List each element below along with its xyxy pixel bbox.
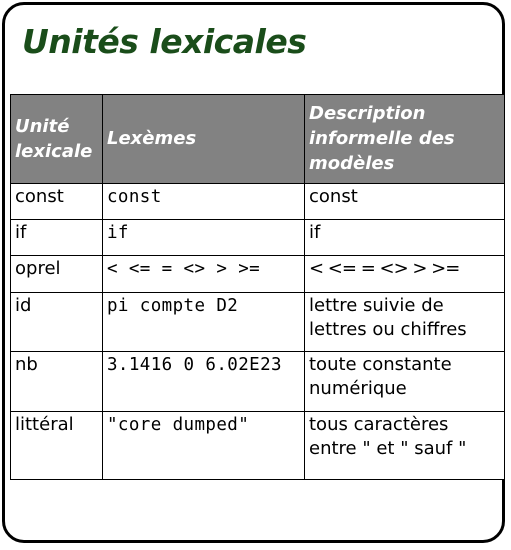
description-cell: tous caractères entre " et " sauf " xyxy=(304,411,505,480)
lexeme-cell: "core dumped" xyxy=(102,411,305,480)
description-cell: const xyxy=(304,183,505,220)
unit-cell: nb xyxy=(10,351,103,412)
table-header-row: Unité lexicale Lexèmes Description infor… xyxy=(10,94,505,184)
lexeme-cell: if xyxy=(102,219,305,256)
lexeme-cell: 3.1416 0 6.02E23 xyxy=(102,351,305,412)
header-unite-lexicale: Unité lexicale xyxy=(10,94,103,184)
unit-cell: oprel xyxy=(10,255,103,293)
unit-cell: littéral xyxy=(10,411,103,480)
slide-title: Unités lexicales xyxy=(22,22,307,61)
description-cell: < <= = <> > >= xyxy=(304,255,505,293)
header-lexemes: Lexèmes xyxy=(102,94,305,184)
lexical-units-table: Unité lexicale Lexèmes Description infor… xyxy=(10,94,505,480)
description-cell: if xyxy=(304,219,505,256)
table-row: littéral "core dumped" tous caractères e… xyxy=(10,411,505,480)
header-description: Description informelle des modèles xyxy=(304,94,505,184)
lexeme-cell: < <= = <> > >= xyxy=(102,255,305,293)
table-row: nb 3.1416 0 6.02E23 toute constante numé… xyxy=(10,351,505,412)
description-cell: toute constante numérique xyxy=(304,351,505,412)
table-row: id pi compte D2 lettre suivie de lettres… xyxy=(10,292,505,352)
description-cell: lettre suivie de lettres ou chiffres xyxy=(304,292,505,352)
table-row: const const const xyxy=(10,183,505,220)
unit-cell: id xyxy=(10,292,103,352)
table-row: oprel < <= = <> > >= < <= = <> > >= xyxy=(10,255,505,293)
lexeme-cell: pi compte D2 xyxy=(102,292,305,352)
unit-cell: if xyxy=(10,219,103,256)
unit-cell: const xyxy=(10,183,103,220)
lexeme-cell: const xyxy=(102,183,305,220)
table-row: if if if xyxy=(10,219,505,256)
